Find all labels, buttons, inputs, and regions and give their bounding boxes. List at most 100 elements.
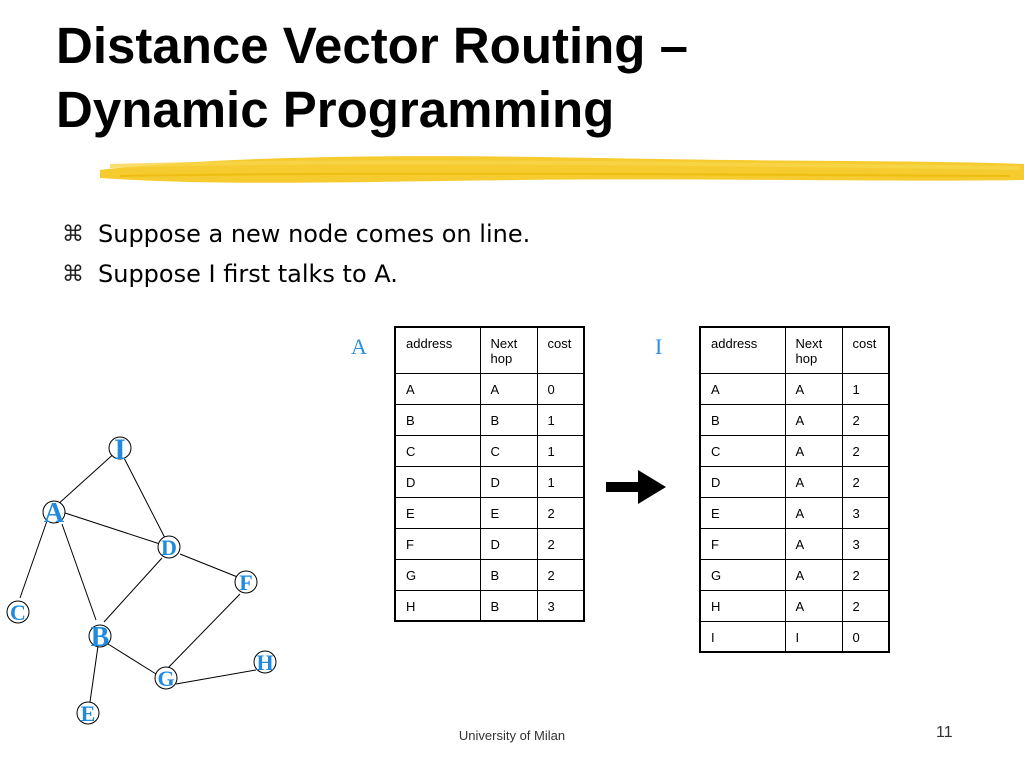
cell-cost: 3 [841,527,890,560]
node-g: G [157,666,174,691]
header-address: address [394,326,481,374]
cell-next-hop: I [784,620,843,653]
cell-cost: 2 [841,465,890,498]
title-line-1: Distance Vector Routing – [56,17,688,74]
page-number: 11 [936,724,953,741]
cell-address: C [699,434,786,467]
cell-address: B [394,403,481,436]
slide-footer: University of Milan [458,728,566,743]
cell-cost: 1 [536,465,585,498]
graph-edges [19,449,257,703]
edge-a-b [61,523,97,621]
node-c: C [10,600,26,625]
node-h: H [256,650,273,675]
cell-cost: 1 [536,403,585,436]
cell-address: E [699,496,786,529]
table-a-label: A [351,334,367,359]
node-b-circle [88,624,112,648]
cell-next-hop: A [479,372,538,405]
node-g-circle [154,666,178,690]
cell-cost: 2 [841,589,890,622]
node-e-circle [76,701,100,725]
cell-address: E [394,496,481,529]
cell-next-hop: D [479,527,538,560]
cell-address: D [394,465,481,498]
bullet-item: ⌘ Suppose a new node comes on line. [62,214,530,254]
edge-f-g [165,593,241,671]
node-d-circle [157,535,181,559]
cell-next-hop: A [784,496,843,529]
cell-cost: 2 [841,403,890,436]
header-cost: cost [536,326,585,374]
cell-next-hop: A [784,372,843,405]
network-graph: I A D F C B H G E [6,433,277,726]
cell-next-hop: A [784,403,843,436]
edge-b-e [89,645,99,703]
edge-b-g [107,643,157,675]
header-cost: cost [841,326,890,374]
cell-address: H [394,589,481,622]
node-i-circle [108,436,132,460]
cell-cost: 2 [841,558,890,591]
node-h-circle [253,650,277,674]
cell-address: I [699,620,786,653]
cell-next-hop: B [479,558,538,591]
node-i: I [114,433,126,466]
table-header-row: address Next hop cost [699,326,890,374]
command-key-icon: ⌘ [62,221,84,247]
node-f: F [239,570,252,595]
node-a-circle [42,500,66,524]
cell-next-hop: A [784,589,843,622]
node-e: E [81,701,96,726]
cell-cost: 1 [841,372,890,405]
highlighter-stroke [100,156,1024,183]
node-b: B [91,622,110,653]
graph-nodes: I A D F C B H G E [6,433,277,726]
cell-cost: 2 [841,434,890,467]
cell-next-hop: A [784,465,843,498]
header-next-hop: Next hop [479,326,538,374]
cell-next-hop: E [479,496,538,529]
cell-address: F [394,527,481,560]
table-i-label: I [655,334,663,359]
cell-next-hop: D [479,465,538,498]
node-d: D [161,535,177,560]
cell-address: G [699,558,786,591]
bullet-text: Suppose a new node comes on line. [98,220,531,248]
cell-next-hop: A [784,527,843,560]
cell-cost: 3 [536,589,585,622]
cell-next-hop: C [479,434,538,467]
cell-address: A [699,372,786,405]
cell-cost: 2 [536,527,585,560]
edge-a-c [19,517,49,599]
bullet-list: ⌘ Suppose a new node comes on line. ⌘ Su… [62,214,530,294]
node-c-circle [6,600,30,624]
cell-address: G [394,558,481,591]
right-arrow-icon [606,470,666,504]
cell-cost: 1 [536,434,585,467]
cell-address: F [699,527,786,560]
bullet-text: Suppose I first talks to A. [98,260,398,288]
edge-a-d [61,511,161,545]
table-header-row: address Next hop cost [394,326,585,374]
header-address: address [699,326,786,374]
command-key-icon: ⌘ [62,261,84,287]
cell-address: C [394,434,481,467]
cell-cost: 0 [841,620,890,653]
cell-cost: 3 [841,496,890,529]
